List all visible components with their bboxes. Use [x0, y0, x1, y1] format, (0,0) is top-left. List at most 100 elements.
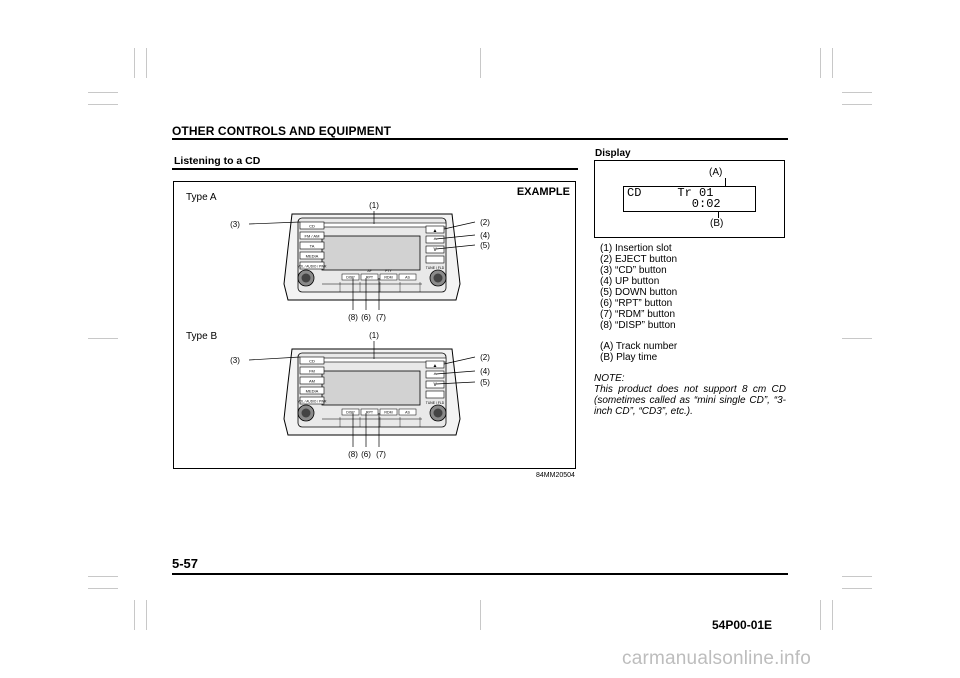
crop-mark	[842, 92, 872, 93]
crop-mark	[88, 92, 118, 93]
up-icon: ^	[434, 373, 437, 379]
figure-frame	[173, 181, 576, 469]
type-b-as-button: AS	[405, 411, 410, 415]
display-figure-frame	[594, 160, 785, 238]
lcd-time-line: 0:02	[627, 197, 721, 211]
crop-mark	[134, 48, 135, 78]
crop-mark	[820, 48, 821, 78]
type-a-rdm-button: RDM	[384, 276, 392, 280]
crop-mark	[842, 588, 872, 589]
document-id: 54P00-01E	[712, 618, 773, 632]
crop-mark	[832, 48, 833, 78]
down-icon: v	[434, 247, 437, 253]
type-b-rdm-button: RDM	[384, 411, 392, 415]
legend-item: (2) EJECT button	[600, 254, 678, 265]
callout-b-leader	[718, 212, 719, 218]
callout-4-a: (4)	[480, 231, 490, 240]
subsection-rule	[172, 168, 578, 170]
type-a-vol-label: VOL / AUDIO / PWR	[298, 265, 328, 269]
crop-mark	[842, 576, 872, 577]
type-b-tune-label: TUNE / FLD	[426, 401, 445, 405]
legend-item: (3) “CD” button	[600, 265, 667, 276]
crop-mark	[88, 104, 118, 105]
legend-item: (6) “RPT” button	[600, 298, 673, 309]
callout-6-b: (6)	[361, 450, 371, 459]
lcd-track-line: CD Tr 01	[627, 186, 714, 200]
crop-mark	[480, 48, 481, 78]
note-block: NOTE: This product does not support 8 cm…	[594, 373, 786, 417]
legend-ab-item: (A) Track number	[600, 341, 678, 352]
crop-mark	[88, 588, 118, 589]
type-b-rpt-button: RPT	[366, 411, 374, 415]
subsection-title: Listening to a CD	[174, 155, 261, 167]
legend-item: (1) Insertion slot	[600, 243, 672, 254]
callout-b: (B)	[710, 218, 724, 229]
legend-item: (7) “RDM” button	[600, 309, 676, 320]
callout-2-a: (2)	[480, 218, 490, 227]
type-b-label: Type B	[186, 331, 217, 342]
type-a-label: Type A	[186, 192, 217, 203]
type-a-tune-label: TUNE / FLD	[426, 266, 445, 270]
eject-icon: ▲	[433, 363, 438, 369]
crop-mark	[480, 600, 481, 630]
footer-rule	[172, 573, 788, 575]
callout-2-b: (2)	[480, 353, 490, 362]
callout-8-a: (8)	[348, 313, 358, 322]
watermark: carmanualsonline.info	[622, 648, 812, 669]
crop-mark	[832, 600, 833, 630]
callout-4-b: (4)	[480, 367, 490, 376]
legend-ab-list: (A) Track number (B) Play time	[600, 341, 677, 363]
type-b-disp-button: DISP	[346, 411, 355, 415]
callout-7-b: (7)	[376, 450, 386, 459]
header-rule	[172, 138, 788, 140]
radio-illustration: CD FM / AM TA MEDIA VOL / AUDIO / PWR DI…	[186, 186, 570, 459]
note-text: This product does not support 8 cm CD (s…	[594, 384, 786, 417]
example-label: EXAMPLE	[517, 186, 570, 198]
crop-mark	[820, 600, 821, 630]
callout-8-b: (8)	[348, 450, 358, 459]
crop-mark	[134, 600, 135, 630]
type-a-pty-label: PTY	[385, 269, 392, 273]
eject-icon: ▲	[433, 228, 438, 234]
callout-3-a: (3)	[230, 220, 240, 229]
up-icon: ^	[434, 238, 437, 244]
callout-3-b: (3)	[230, 356, 240, 365]
type-b-media-button: MEDIA	[306, 389, 319, 394]
type-b-vol-label: VOL / AUDIO / PWR	[298, 400, 328, 404]
legend-item: (4) UP button	[600, 276, 660, 287]
callout-7-a: (7)	[376, 313, 386, 322]
down-icon: v	[434, 382, 437, 388]
legend-ab-item: (B) Play time	[600, 352, 658, 363]
type-a-af-label: AF	[367, 269, 371, 273]
display-heading: Display	[595, 148, 631, 159]
type-a-ta-button: TA	[310, 244, 315, 249]
type-a-media-button: MEDIA	[306, 254, 319, 259]
type-a-fmam-button: FM / AM	[305, 234, 320, 239]
type-a-rpt-button: RPT	[366, 276, 374, 280]
callout-a: (A)	[709, 167, 723, 178]
callout-a-leader	[725, 178, 726, 186]
page-number: 5-57	[172, 556, 199, 571]
legend-list: (1) Insertion slot (2) EJECT button (3) …	[600, 243, 677, 331]
legend-item: (5) DOWN button	[600, 287, 678, 298]
callout-1-b: (1)	[369, 331, 379, 340]
type-b-fm-button: FM	[309, 369, 315, 374]
type-b-cd-button: CD	[309, 359, 315, 364]
crop-mark	[842, 338, 872, 339]
display-lcd: CD Tr 01 0:02	[623, 186, 756, 212]
type-a-as-button: AS	[405, 276, 410, 280]
callout-5-b: (5)	[480, 378, 490, 387]
callout-1-a: (1)	[369, 201, 379, 210]
legend-item: (8) “DISP” button	[600, 320, 676, 331]
figure-code: 84MM20504	[536, 472, 575, 479]
crop-mark	[88, 576, 118, 577]
crop-mark	[146, 48, 147, 78]
type-a-cd-button: CD	[309, 224, 315, 229]
crop-mark	[842, 104, 872, 105]
type-a-disp-button: DISP	[346, 276, 355, 280]
crop-mark	[146, 600, 147, 630]
callout-5-a: (5)	[480, 241, 490, 250]
section-title: OTHER CONTROLS AND EQUIPMENT	[172, 124, 392, 138]
note-label: NOTE:	[594, 373, 625, 384]
type-b-am-button: AM	[309, 379, 315, 384]
